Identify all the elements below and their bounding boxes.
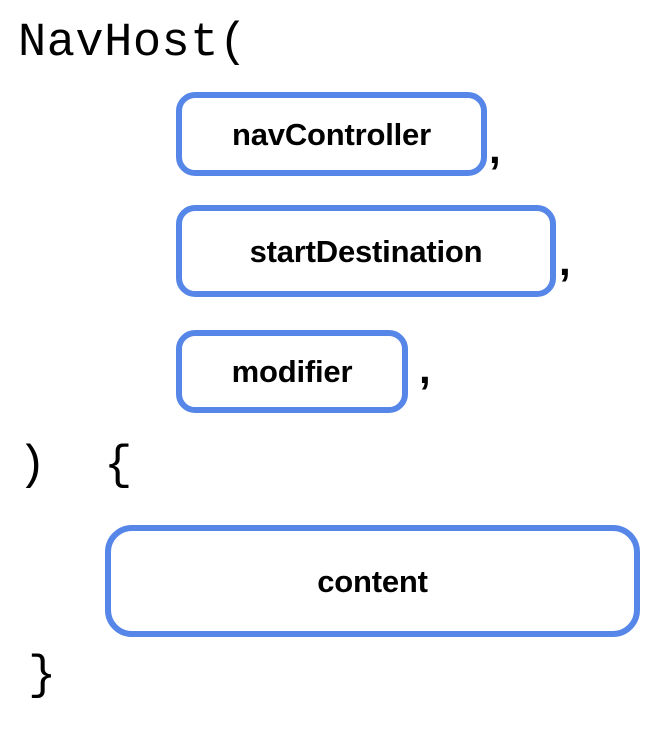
param-separator-navcontroller: , [489, 125, 501, 172]
param-label-startdestination: startDestination [249, 233, 483, 269]
body-pill-content[interactable]: content [105, 525, 640, 637]
body-label-content: content [317, 563, 428, 599]
code-token-paren-close-brace-open: ) { [18, 440, 133, 493]
param-label-navcontroller: navController [232, 116, 431, 152]
param-label-modifier: modifier [231, 354, 353, 389]
param-pill-navcontroller[interactable]: navController [176, 92, 487, 176]
param-separator-startdestination: , [559, 237, 571, 284]
code-token-brace-close: } [28, 650, 57, 703]
param-pill-modifier[interactable]: modifier [176, 330, 408, 413]
param-separator-modifier: , [419, 345, 431, 392]
param-pill-startdestination[interactable]: startDestination [176, 205, 556, 297]
code-token-navhost-open: NavHost( [18, 17, 248, 70]
